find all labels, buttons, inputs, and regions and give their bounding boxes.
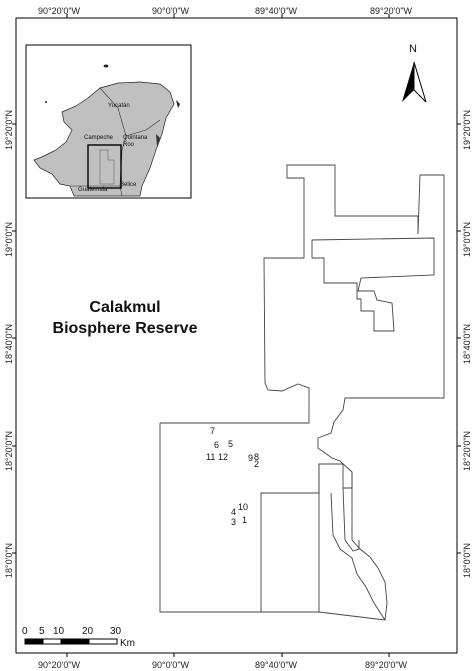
scale-tick-label: 5	[39, 626, 45, 637]
scale-bar	[24, 638, 118, 645]
inset-label-belice: Belice	[120, 182, 137, 188]
site-label: 6	[214, 440, 220, 450]
right-tick-label: 18°20'0"N	[462, 430, 472, 471]
right-tick-label: 18°0'0"N	[462, 542, 472, 578]
left-tick-label: 18°0'0"N	[4, 542, 14, 578]
top-tick-label: 89°40'0"W	[255, 6, 298, 16]
north-label: N	[409, 43, 417, 55]
graticule-ticks	[12, 14, 461, 657]
map-title-line1: Calakmul	[89, 299, 161, 316]
bottom-tick-label: 89°20'0"W	[365, 660, 408, 670]
site-label: 8	[254, 452, 260, 462]
site-label: 10	[238, 502, 249, 512]
left-tick-label: 18°40'0"N	[4, 323, 14, 364]
right-tick-label: 18°40'0"N	[462, 323, 472, 364]
scale-tick-label: 30	[110, 626, 122, 637]
inset-label-guatemala: Guatemala	[78, 187, 108, 193]
inset-label-roo: Roo	[123, 142, 135, 148]
site-label: 2	[254, 459, 260, 469]
site-label: 11	[206, 452, 216, 462]
right-tick-label: 19°20'0"N	[462, 109, 472, 150]
map-title-line2: Biosphere Reserve	[52, 320, 198, 337]
site-label: 5	[228, 439, 234, 449]
top-tick-label: 90°0'0"W	[152, 6, 190, 16]
top-tick-label: 89°20'0"W	[370, 6, 413, 16]
site-label: 9	[248, 453, 254, 463]
bottom-tick-label: 89°40'0"W	[255, 660, 298, 670]
map-title: Calakmul Biosphere Reserve	[30, 297, 220, 339]
inset-map	[25, 44, 192, 199]
yucatan-peninsula-land	[33, 81, 175, 197]
site-label: 4	[231, 507, 237, 517]
inset-label-quintana: Quintana	[123, 135, 148, 141]
bottom-tick-label: 90°0'0"W	[152, 660, 190, 670]
study-area-box	[87, 144, 122, 189]
site-label: 7	[210, 426, 216, 436]
left-tick-label: 18°20'0"N	[4, 430, 14, 471]
inset-label-campeche: Campeche	[84, 135, 114, 141]
reserve-boundary	[159, 164, 445, 621]
bottom-tick-label: 90°20'0"W	[38, 660, 81, 670]
scale-tick-label: 0	[22, 626, 28, 637]
scale-unit-label: Km	[120, 638, 135, 649]
right-tick-label: 19°0'0"N	[462, 221, 472, 257]
site-label: 3	[231, 517, 237, 527]
north-arrow-icon	[402, 61, 427, 103]
scale-tick-label: 20	[82, 626, 94, 637]
site-label: 1	[242, 515, 248, 525]
left-tick-label: 19°20'0"N	[4, 109, 14, 150]
inset-label-yucatan: Yucatán	[108, 103, 130, 109]
top-tick-label: 90°20'0"W	[38, 6, 81, 16]
site-label: 12	[218, 452, 229, 462]
left-tick-label: 19°0'0"N	[4, 221, 14, 257]
scale-tick-label: 10	[53, 626, 65, 637]
